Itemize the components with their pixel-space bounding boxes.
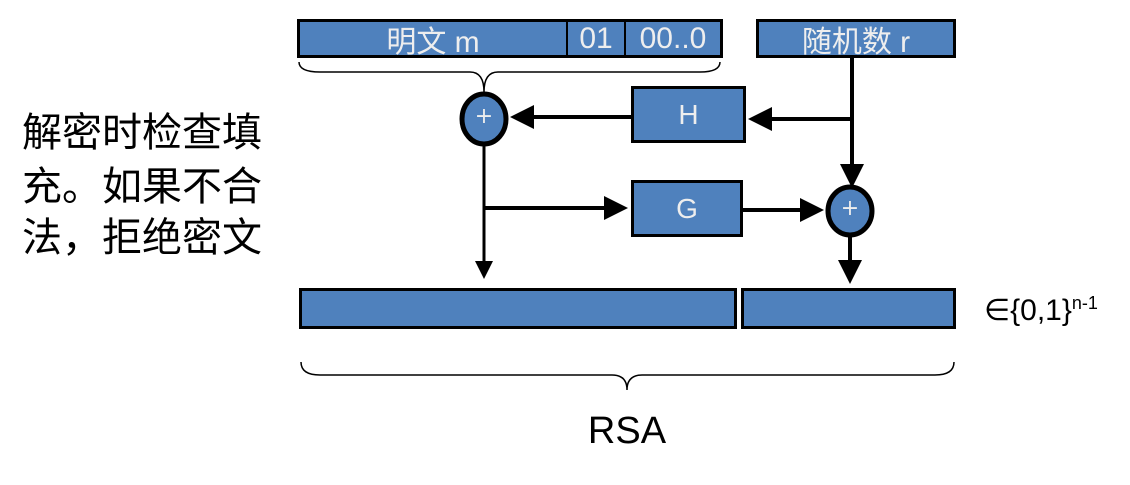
pad-01-cell: 01 <box>568 22 626 55</box>
output-left-block <box>299 288 737 329</box>
output-domain-label: ∈{0,1}n-1 <box>984 293 1098 328</box>
side-note-line-3: 法，拒绝密文 <box>22 215 262 261</box>
side-note-line-1: 解密时检查填 <box>22 110 262 156</box>
rsa-label: RSA <box>587 410 667 452</box>
xor2-plus-icon: + <box>840 196 860 221</box>
g-function-box: G <box>631 180 743 237</box>
message-block: 明文 m 01 00..0 <box>297 19 723 59</box>
pad-zeros-cell: 00..0 <box>639 21 707 55</box>
domain-base: ∈{0,1} <box>984 294 1072 327</box>
rsa-brace <box>300 361 955 391</box>
domain-exponent: n-1 <box>1071 293 1098 313</box>
output-right-block <box>741 288 956 329</box>
xor1-plus-icon: + <box>474 104 494 129</box>
random-block: 随机数 r <box>756 19 956 59</box>
xor1-circle <box>459 91 509 147</box>
side-note-line-2: 充。如果不合 <box>22 164 262 210</box>
message-cell: 明文 m <box>300 22 568 59</box>
h-function-box: H <box>631 86 746 143</box>
xor2-circle <box>825 184 875 238</box>
